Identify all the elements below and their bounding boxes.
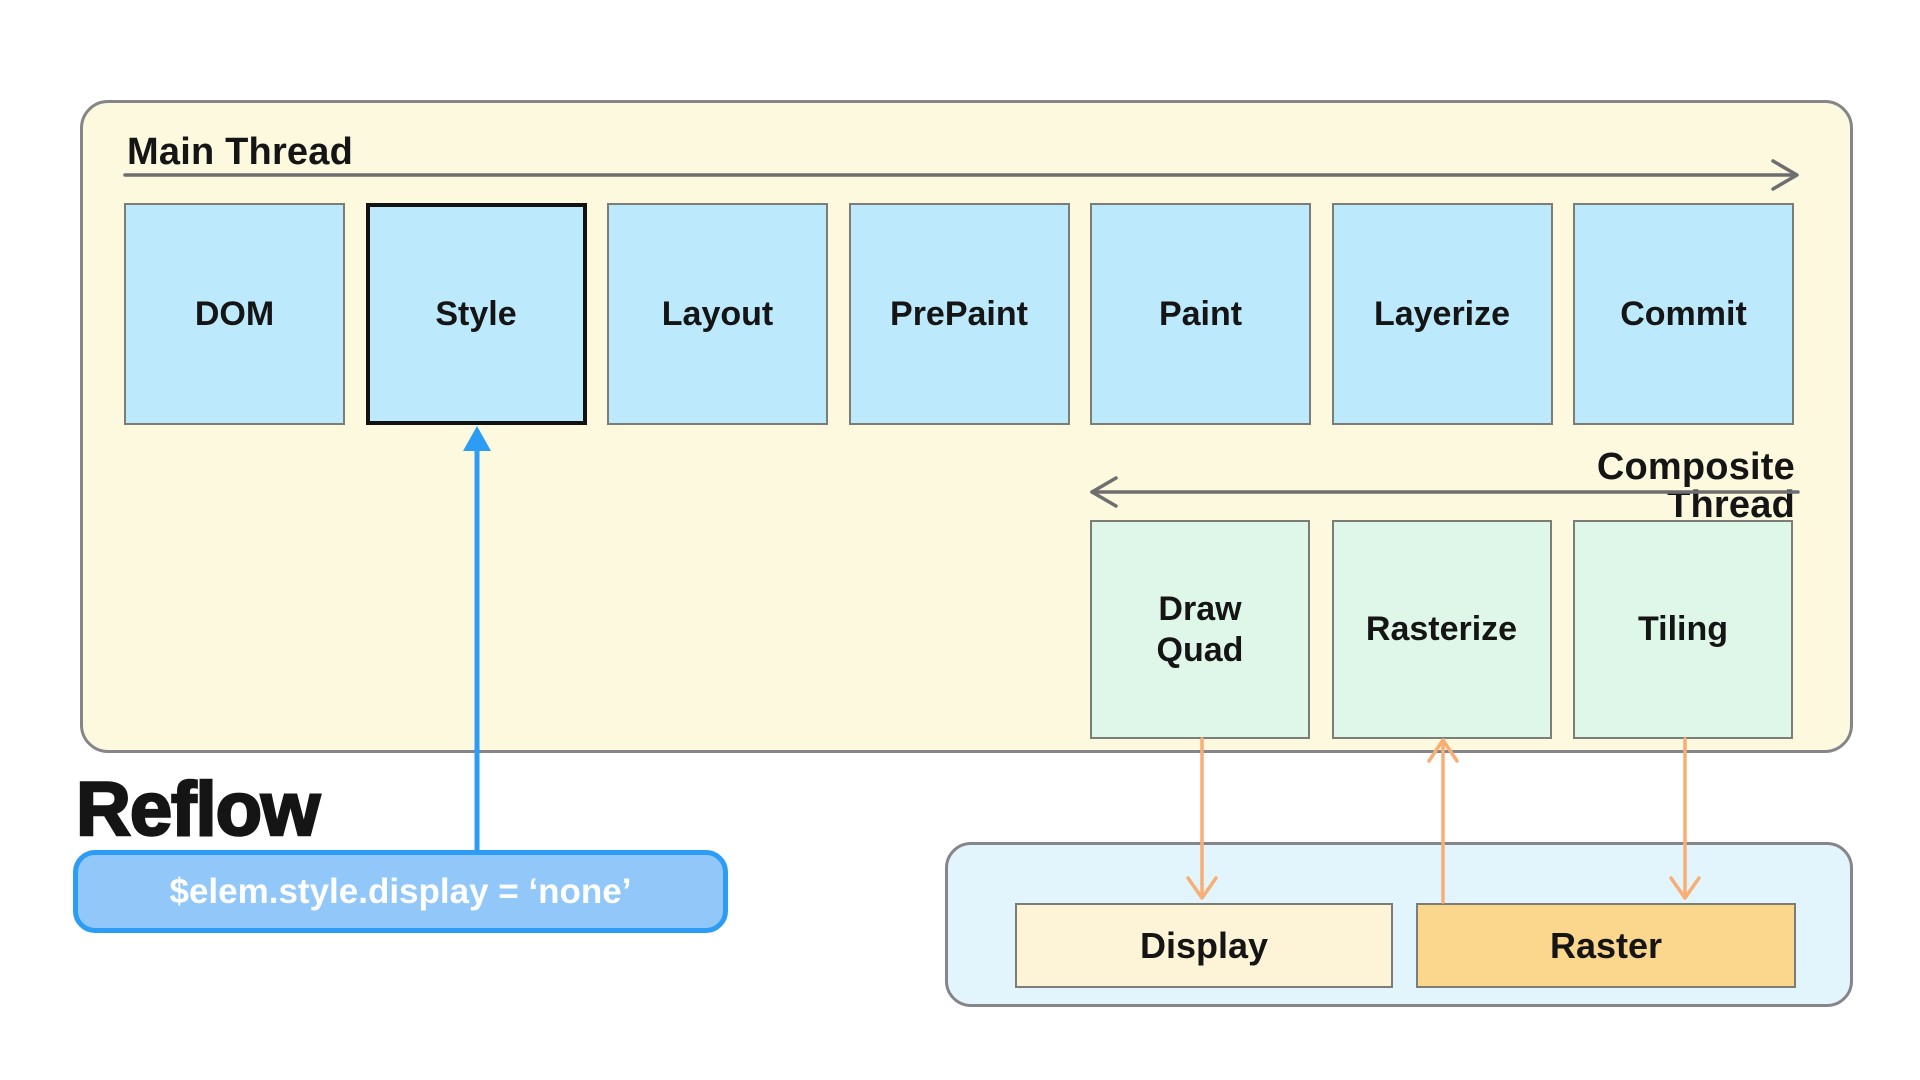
composite-thread-stages: Draw Quad Rasterize Tiling bbox=[1090, 520, 1793, 739]
tiling-to-raster-arrowhead bbox=[1669, 876, 1701, 900]
drawquad-to-display-arrow-icon bbox=[1186, 737, 1218, 900]
stage-box-style: Style bbox=[365, 203, 587, 425]
stage-box-layerize: Layerize bbox=[1331, 203, 1553, 425]
raster-box: Raster bbox=[1416, 903, 1796, 988]
stage-box-tiling: Tiling bbox=[1573, 520, 1793, 739]
stage-label-rasterize: Rasterize bbox=[1365, 610, 1518, 649]
stage-box-paint: Paint bbox=[1090, 203, 1311, 425]
stage-box-commit: Commit bbox=[1573, 203, 1794, 425]
stage-label-prepaint: PrePaint bbox=[890, 294, 1028, 333]
main-thread-title: Main Thread bbox=[127, 131, 354, 173]
raster-to-rasterize-arrowhead bbox=[1427, 738, 1459, 763]
stage-label-commit: Commit bbox=[1620, 294, 1747, 333]
gpu-panel: Display Raster bbox=[945, 842, 1853, 1007]
reflow-title: Reflow bbox=[75, 767, 322, 852]
raster-to-rasterize-arrow-icon bbox=[1427, 738, 1459, 904]
reflow-code-chip: $elem.style.display = ‘none’ bbox=[73, 850, 728, 933]
main-thread-arrowhead bbox=[1771, 159, 1799, 191]
reflow-arrowhead bbox=[463, 426, 491, 451]
drawquad-to-display-arrowhead bbox=[1186, 876, 1218, 900]
main-thread-arrow-icon bbox=[123, 159, 1799, 191]
main-thread-stages: DOM Style Layout PrePaint Paint Layerize… bbox=[124, 203, 1794, 425]
stage-box-prepaint: PrePaint bbox=[848, 203, 1070, 425]
stage-box-rasterize: Rasterize bbox=[1331, 520, 1552, 739]
stage-label-layout: Layout bbox=[661, 294, 774, 333]
raster-label: Raster bbox=[1549, 924, 1663, 966]
reflow-cause-arrow-icon bbox=[463, 426, 491, 855]
display-box: Display bbox=[1015, 903, 1393, 988]
stage-label-layerize: Layerize bbox=[1373, 294, 1511, 333]
composite-thread-arrowhead bbox=[1090, 476, 1118, 508]
stage-box-dom: DOM bbox=[124, 203, 345, 425]
stage-label-style: Style bbox=[435, 294, 517, 333]
stage-label-draw-quad: Draw Quad bbox=[1156, 589, 1244, 669]
tiling-to-raster-arrow-icon bbox=[1669, 737, 1701, 900]
stage-label-tiling: Tiling bbox=[1637, 610, 1729, 649]
stage-label-paint: Paint bbox=[1158, 294, 1243, 333]
stage-label-dom: DOM bbox=[194, 294, 275, 333]
display-label: Display bbox=[1139, 924, 1269, 966]
stage-box-draw-quad: Draw Quad bbox=[1090, 520, 1310, 739]
stage-box-layout: Layout bbox=[607, 203, 828, 425]
reflow-code-text: $elem.style.display = ‘none’ bbox=[169, 871, 632, 911]
composite-thread-arrow-icon bbox=[1090, 476, 1800, 508]
